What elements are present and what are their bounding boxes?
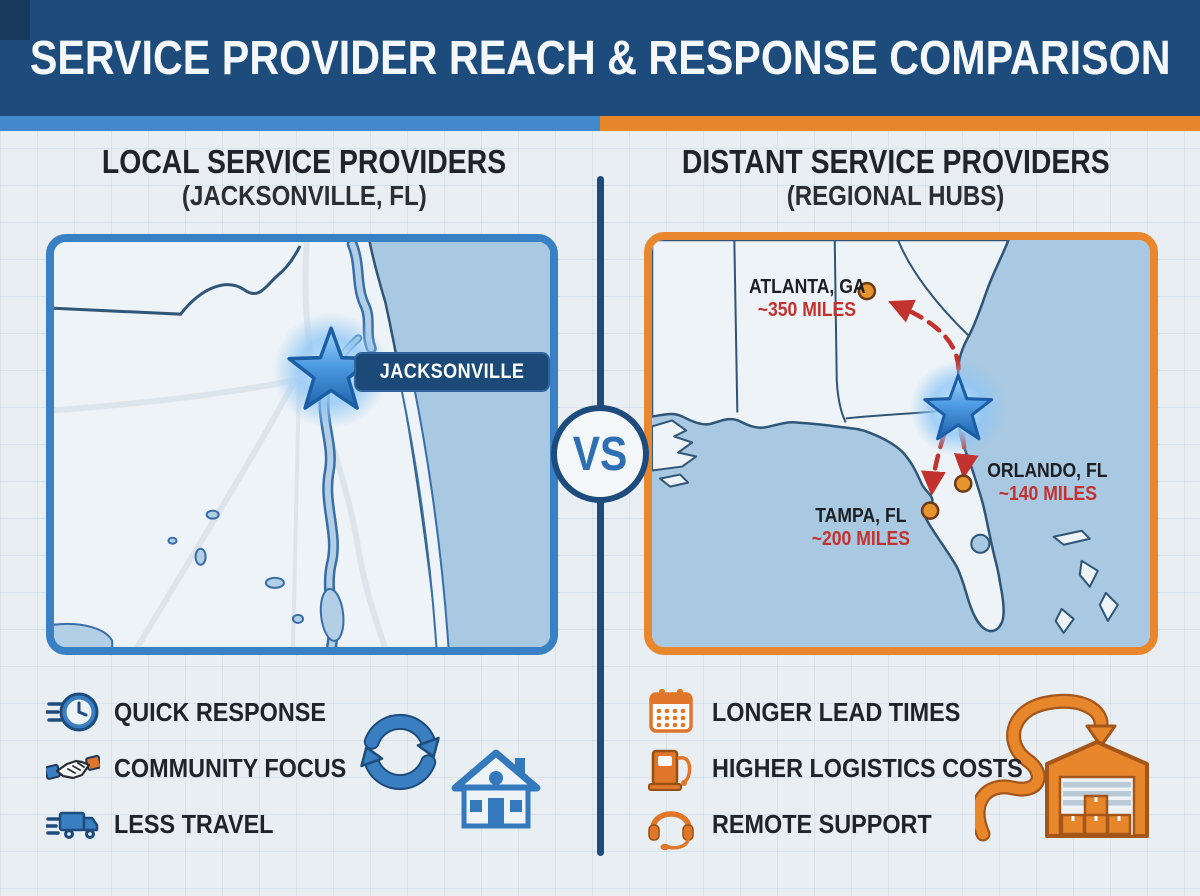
tampa-label: TAMPA, FL ~200 MILES <box>811 505 911 550</box>
drawback-label: HIGHER LOGISTICS COSTS <box>712 752 1023 783</box>
routing-arrowhead <box>1085 724 1117 748</box>
state-borders <box>733 240 969 423</box>
drawback-remote-support: REMOTE SUPPORT <box>644 796 956 852</box>
benefit-quick-response: QUICK RESPONSE <box>46 684 350 740</box>
atlanta-dot <box>857 281 877 301</box>
city-dots <box>857 281 973 520</box>
banner-corner-artifact <box>0 0 30 40</box>
calendar-icon <box>649 689 693 733</box>
speed-clock-icon <box>46 692 99 732</box>
atlantic-ocean <box>369 242 550 647</box>
lake-okeechobee <box>970 533 991 554</box>
warehouse-boxes <box>1060 794 1132 836</box>
benefit-less-travel: LESS TRAVEL <box>46 796 291 852</box>
refresh-cycle-icon <box>360 714 440 790</box>
benefit-community-focus: COMMUNITY FOCUS <box>46 740 372 796</box>
vs-badge: VS <box>551 405 649 503</box>
left-title: LOCAL SERVICE PROVIDERS <box>101 143 507 180</box>
speed-truck-icon <box>46 811 99 839</box>
barrier-island <box>394 353 450 647</box>
lakes <box>167 509 305 624</box>
local-map: JACKSONVILLE <box>46 234 558 655</box>
jacksonville-label: JACKSONVILLE <box>354 352 550 392</box>
drawback-label: REMOTE SUPPORT <box>712 808 932 839</box>
column-divider <box>597 176 604 856</box>
southeast-us-map-graphic <box>652 240 1150 647</box>
drawback-higher-logistics-costs: HIGHER LOGISTICS COSTS <box>644 740 1057 796</box>
right-title: DISTANT SERVICE PROVIDERS <box>682 143 1110 180</box>
right-accent-strip <box>600 116 1200 131</box>
left-accent-strip <box>0 116 600 131</box>
bahamas-islands <box>1052 529 1119 634</box>
state-border-line <box>54 245 302 316</box>
left-column-header: LOCAL SERVICE PROVIDERS (JACKSONVILLE, F… <box>30 143 578 212</box>
orlando-dot <box>953 474 973 493</box>
atlanta-label: ATLANTA, GA ~350 MILES <box>748 276 866 321</box>
drawback-label: LONGER LEAD TIMES <box>712 696 961 727</box>
tampa-dot <box>920 501 940 520</box>
right-column-header: DISTANT SERVICE PROVIDERS (REGIONAL HUBS… <box>622 143 1170 212</box>
drawback-longer-lead-times: LONGER LEAD TIMES <box>644 684 988 740</box>
regional-map: ATLANTA, GA ~350 MILES ORLANDO, FL ~140 … <box>644 232 1158 655</box>
house-icon <box>451 749 541 829</box>
benefit-label: LESS TRAVEL <box>114 808 274 839</box>
jacksonville-map-graphic <box>54 242 550 647</box>
benefit-label: QUICK RESPONSE <box>114 696 326 727</box>
header-banner: SERVICE PROVIDER REACH & RESPONSE COMPAR… <box>0 0 1200 116</box>
right-subtitle: (REGIONAL HUBS) <box>787 180 1005 211</box>
lake-bottom-left <box>54 622 114 647</box>
page-title: SERVICE PROVIDER REACH & RESPONSE COMPAR… <box>29 31 1171 85</box>
origin-star-marker <box>923 373 994 441</box>
fuel-pump-icon <box>648 749 692 791</box>
vs-label: VS <box>572 427 628 481</box>
accent-strip <box>0 116 1200 131</box>
headset-icon <box>648 811 694 851</box>
benefit-label: COMMUNITY FOCUS <box>114 752 347 783</box>
warehouse-routing-icon <box>975 693 1149 842</box>
orlando-label: ORLANDO, FL ~140 MILES <box>987 460 1108 505</box>
left-subtitle: (JACKSONVILLE, FL) <box>181 180 427 211</box>
louisiana-coast <box>652 419 698 488</box>
handshake-icon <box>46 754 100 780</box>
